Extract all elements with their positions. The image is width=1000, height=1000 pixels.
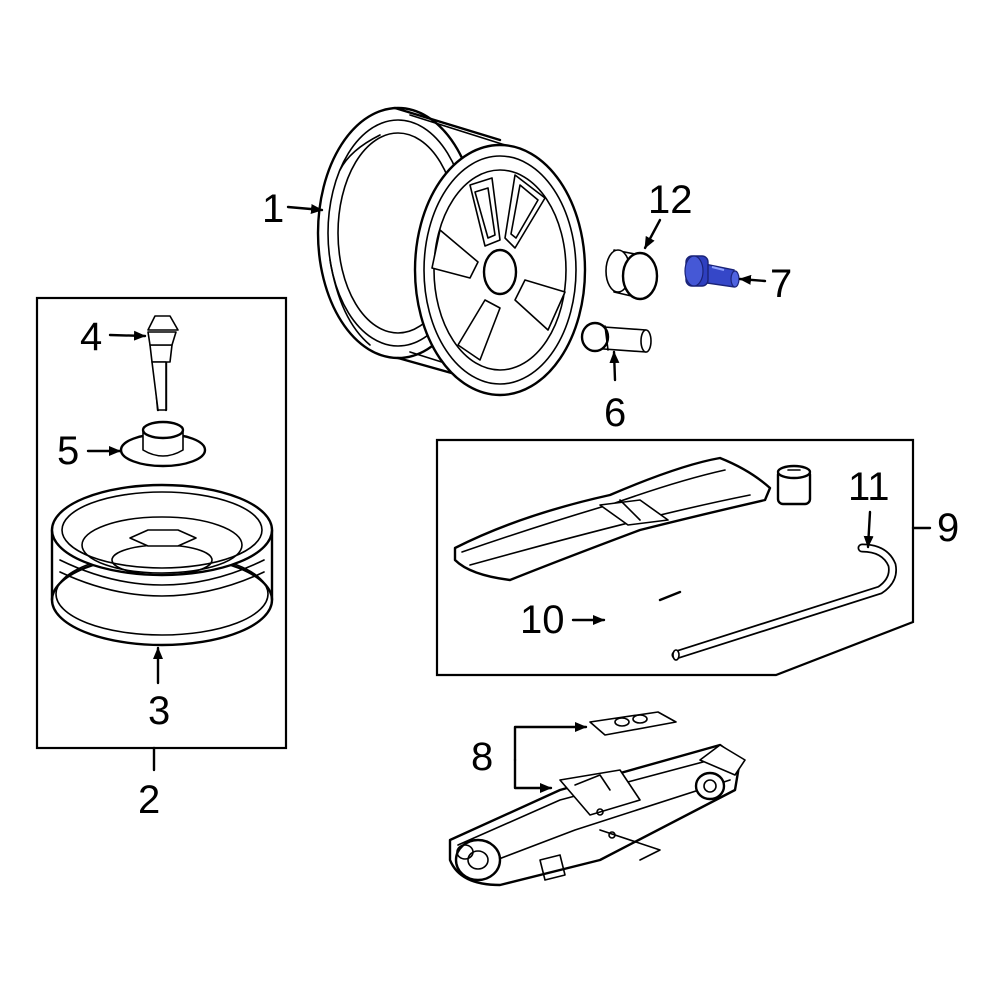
leader-1 [286, 204, 324, 215]
leader-12 [643, 218, 662, 250]
leader-11 [863, 510, 874, 549]
callout-9: 9 [937, 506, 959, 550]
spare-wheel[interactable] [50, 483, 274, 647]
callout-leaders [86, 204, 874, 793]
center-cap[interactable] [605, 249, 659, 301]
lug-wrench[interactable] [607, 464, 812, 623]
tire-valve-stem[interactable] [684, 255, 740, 288]
tool-kit-box [435, 438, 915, 677]
callout-3: 3 [148, 689, 170, 733]
callout-5: 5 [57, 429, 79, 473]
tool-bag[interactable] [453, 456, 772, 582]
callout-11: 11 [848, 465, 890, 509]
callout-4: 4 [80, 315, 102, 359]
leader-6 [609, 350, 620, 382]
leader-4 [108, 330, 147, 341]
spare-wheel-kit-box [35, 296, 288, 750]
callout-7: 7 [770, 262, 792, 306]
leader-8a [513, 722, 588, 762]
spare-tire-cap[interactable] [119, 420, 207, 468]
spare-tire-bolt[interactable] [147, 315, 179, 412]
jack-handle[interactable] [671, 543, 897, 661]
scissor-jack[interactable] [448, 743, 746, 887]
callout-1: 1 [262, 187, 284, 231]
callout-12: 12 [648, 178, 693, 222]
callout-10: 10 [520, 598, 565, 642]
alloy-wheel[interactable] [316, 106, 587, 397]
callout-6: 6 [604, 391, 626, 435]
jack-label-sticker[interactable] [589, 711, 677, 736]
leader-8b [513, 758, 553, 793]
callout-2: 2 [138, 778, 160, 822]
callout-8: 8 [471, 735, 493, 779]
leader-7 [738, 274, 767, 285]
wheel-lug-nut[interactable] [580, 321, 652, 353]
